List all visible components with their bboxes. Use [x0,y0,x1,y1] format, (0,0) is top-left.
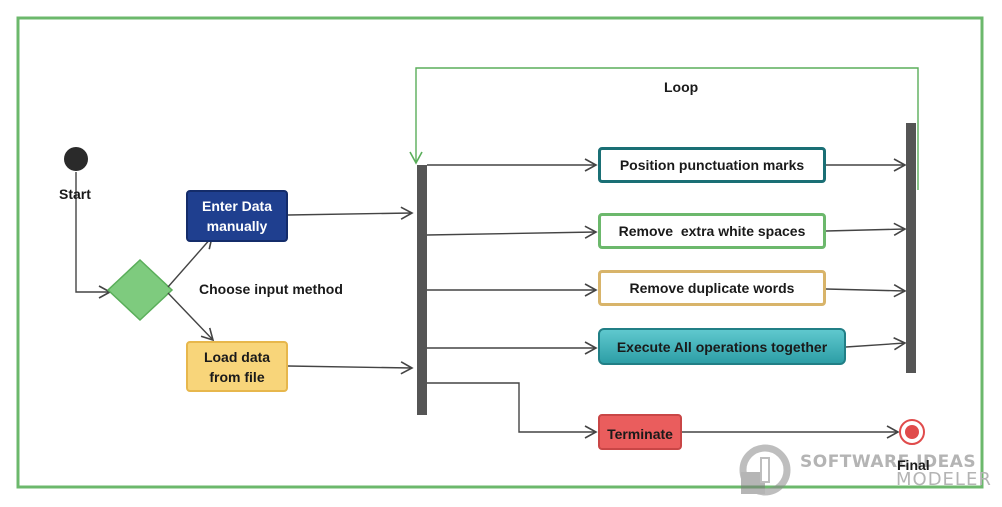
position-punctuation-node[interactable]: Position punctuation marks [598,147,826,183]
decision-node[interactable] [106,258,174,322]
flow-enter-to-fork [287,206,414,220]
flow-fork-to-terminate [427,382,598,439]
final-node-core [905,425,919,439]
diagram-frame [16,16,984,489]
flow-execute-to-join [845,337,907,351]
decision-label: Choose input method [199,281,343,297]
start-node[interactable] [64,147,88,171]
flow-load-to-fork [287,361,414,375]
loop-label: Loop [664,79,699,95]
watermark-line1: SOFTWARE IDEAS [800,452,977,472]
load-data-node[interactable]: Load data from file [186,341,288,392]
remove-duplicates-node[interactable]: Remove duplicate words [598,270,826,306]
remove-whitespace-label: Remove extra white spaces [618,223,806,239]
enter-data-label: Enter Data manually [201,198,273,234]
fork-bar [417,165,427,415]
final-label: Final [897,457,930,473]
position-punctuation-label: Position punctuation marks [619,157,805,173]
remove-whitespace-node[interactable]: Remove extra white spaces [598,213,826,249]
flow-decision-to-enter [167,235,214,288]
watermark-line2: MODELER [896,469,992,490]
flow-start-to-decision [75,172,112,299]
flow-whitespace-to-join [825,222,907,236]
watermark-text: SOFTWARE IDEAS MODELER [800,453,992,489]
terminate-label: Terminate [607,426,673,442]
terminate-node[interactable]: Terminate [598,414,682,450]
flow-fork-to-whitespace [426,225,598,239]
flow-loop [409,67,919,190]
remove-duplicates-label: Remove duplicate words [629,280,795,296]
watermark-logo-icon [739,444,791,496]
load-data-label: Load data from file [203,348,271,385]
start-label: Start [59,186,91,202]
execute-all-label: Execute All operations together [616,338,828,355]
execute-all-node[interactable]: Execute All operations together [598,328,846,365]
enter-data-node[interactable]: Enter Data manually [186,190,288,242]
join-bar [906,123,916,373]
flow-duplicates-to-join [825,284,907,298]
flow-decision-to-load [167,292,215,342]
